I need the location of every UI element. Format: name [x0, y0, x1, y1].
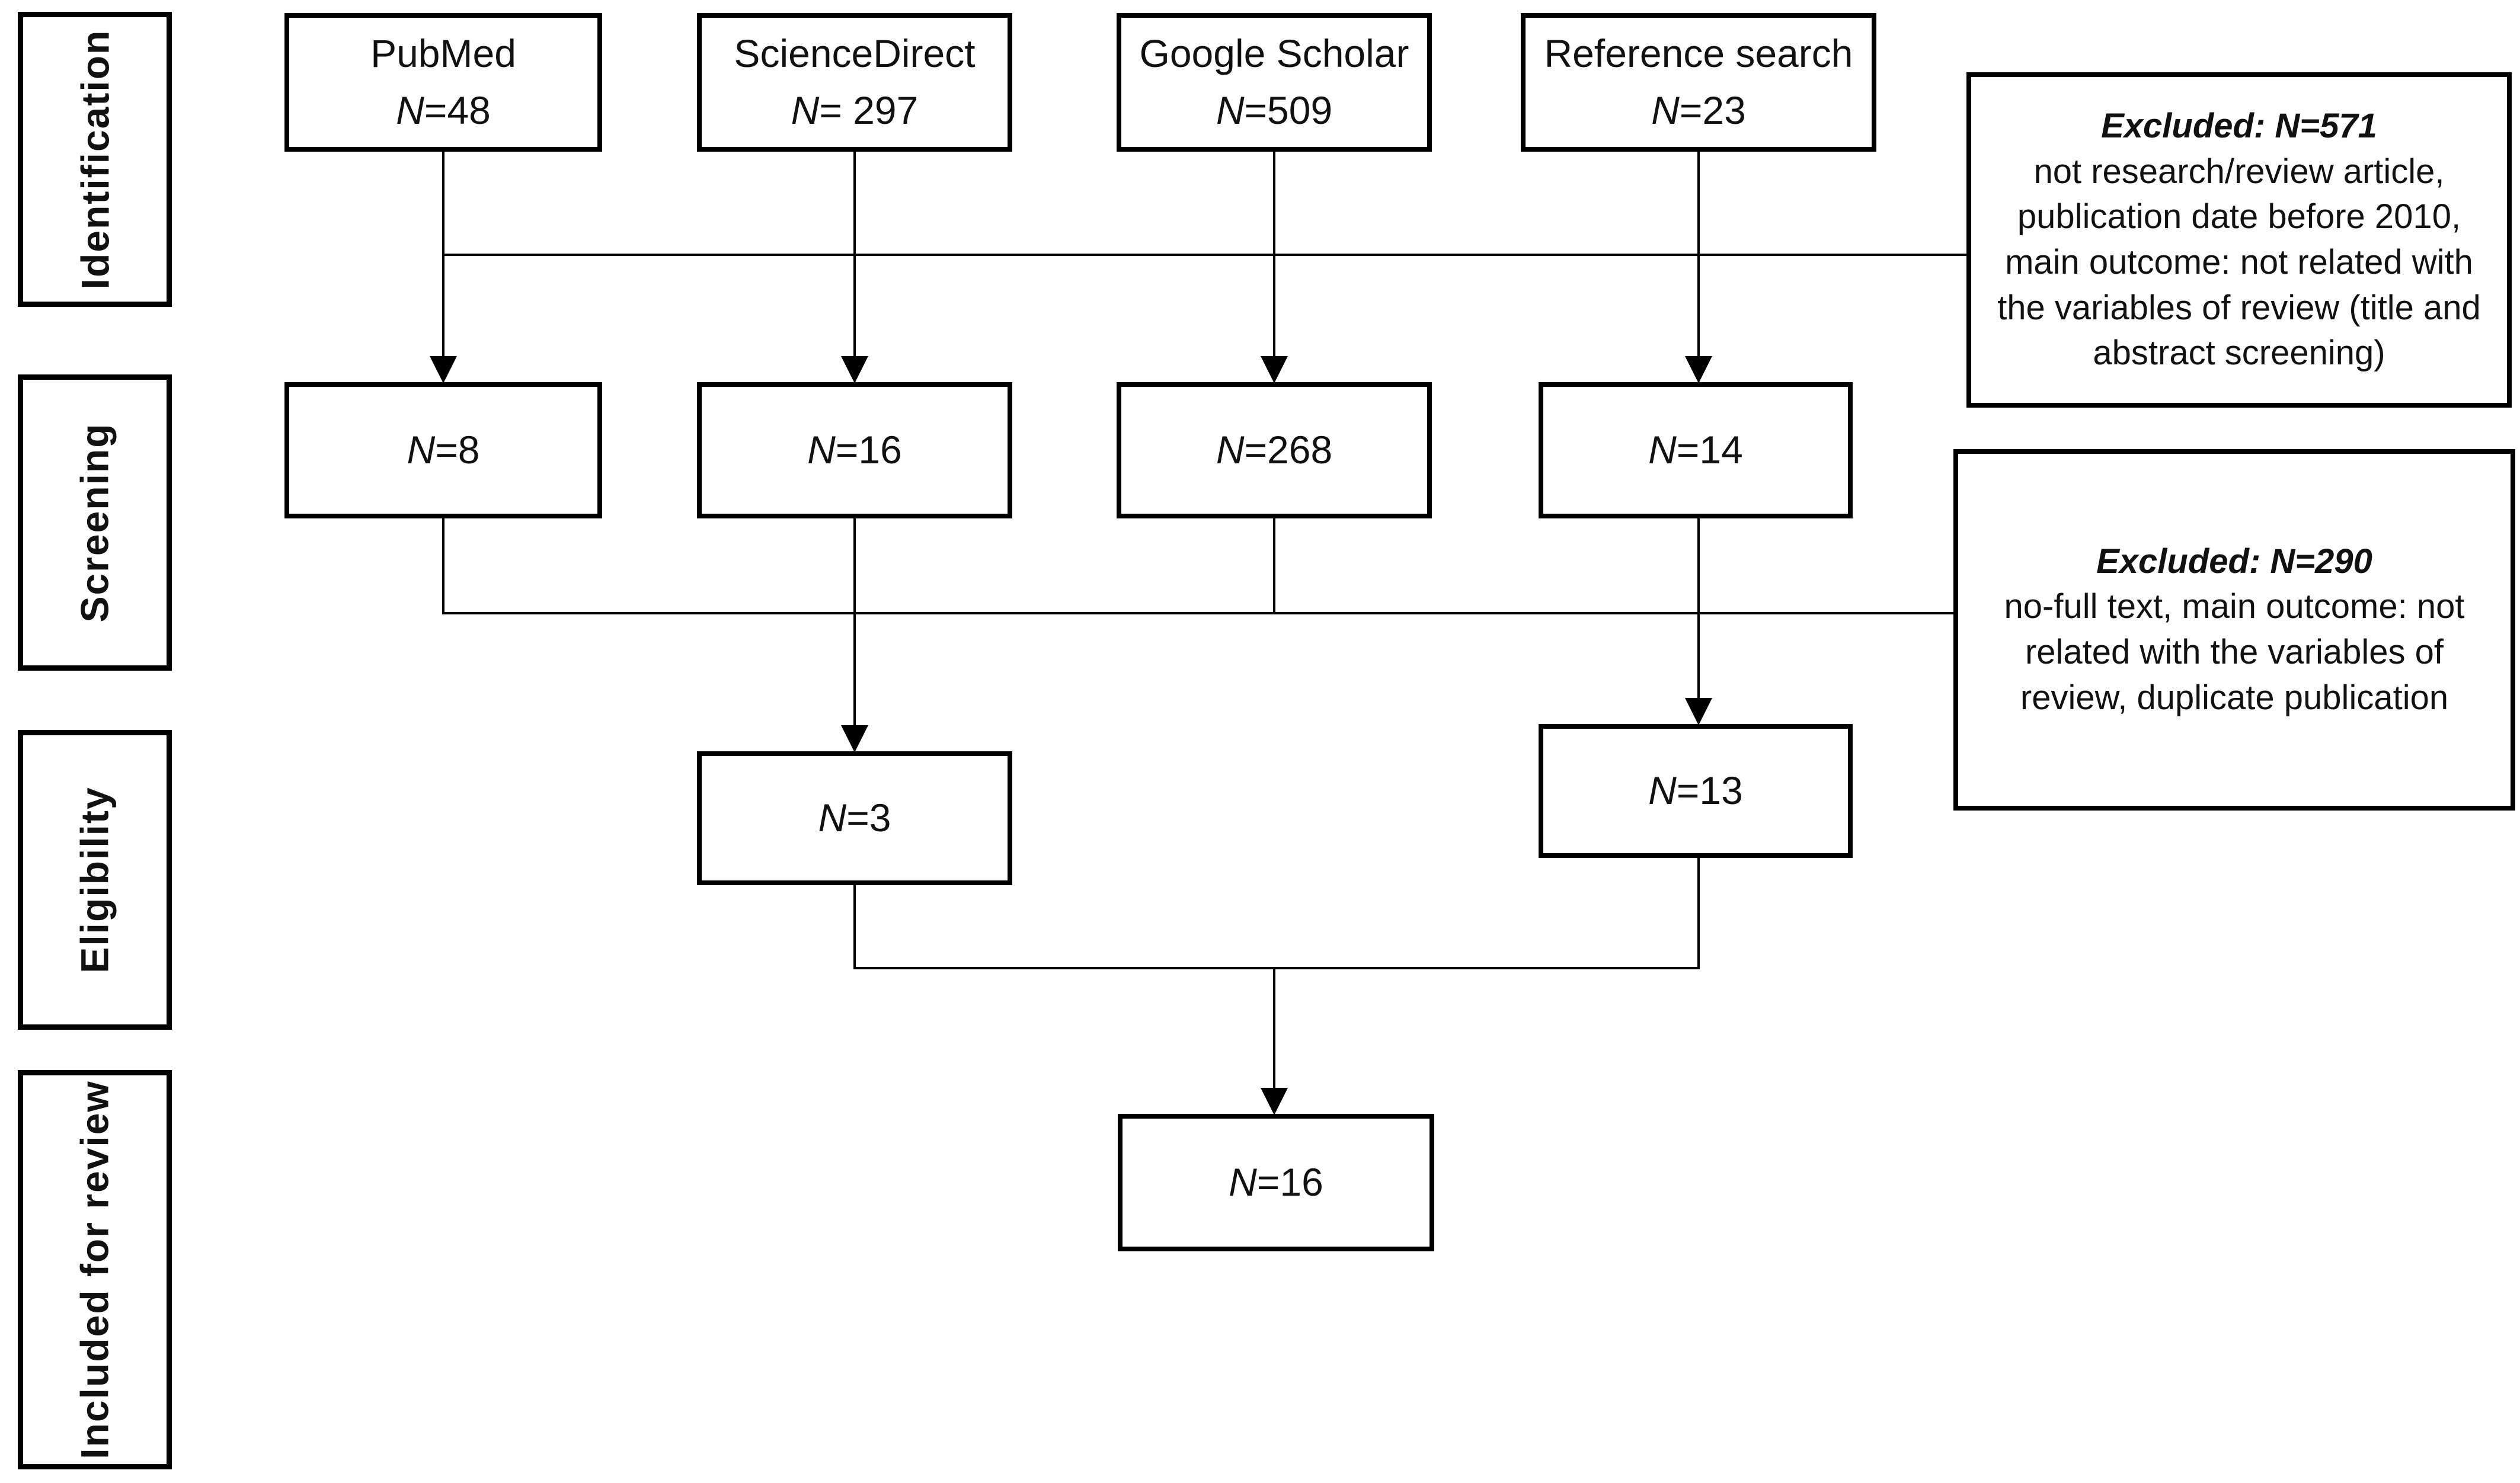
source-count-reference-search: N=23	[1651, 88, 1746, 132]
stage-label-identification: Identification	[73, 29, 117, 290]
arrowhead	[1261, 356, 1288, 383]
connector-line	[853, 885, 856, 969]
source-count-sciencedirect: N= 297	[791, 88, 919, 132]
source-box-google-scholar: Google Scholar N=509	[1117, 13, 1432, 152]
screening-box-pubmed: N=8	[284, 382, 602, 518]
connector-line	[1273, 518, 1275, 614]
arrowhead	[430, 356, 457, 383]
arrowhead	[1261, 1088, 1288, 1115]
included-box: N=16	[1118, 1114, 1434, 1251]
arrowhead	[1685, 356, 1712, 383]
stage-label-screening: Screening	[73, 422, 117, 623]
source-name-pubmed: PubMed	[370, 31, 516, 76]
included-count: N=16	[1229, 1160, 1323, 1205]
source-box-sciencedirect: ScienceDirect N= 297	[697, 13, 1012, 152]
connector-merge-line	[853, 967, 1700, 969]
connector-line	[1273, 967, 1275, 1089]
stage-box-included: Included for review	[18, 1070, 172, 1469]
exclusion-title-1: Excluded: N=571	[2101, 107, 2377, 146]
stage-label-eligibility: Eligibility	[73, 786, 117, 973]
exclusion-reasons-1: not research/review article, publication…	[1997, 152, 2481, 373]
exclusion-box-identification: Excluded: N=571 not research/review arti…	[1966, 72, 2512, 408]
stage-box-eligibility: Eligibility	[18, 730, 172, 1030]
arrowhead	[841, 725, 868, 752]
screening-count-pubmed: N=8	[407, 428, 480, 472]
screening-box-reference-search: N=14	[1539, 382, 1853, 518]
connector-line-to-exclusion-1	[442, 254, 1966, 256]
arrowhead	[841, 356, 868, 383]
source-name-reference-search: Reference search	[1544, 31, 1853, 76]
source-name-sciencedirect: ScienceDirect	[734, 31, 976, 76]
connector-line	[442, 518, 444, 614]
eligibility-box-reference-search: N=13	[1539, 724, 1853, 858]
screening-box-sciencedirect: N=16	[697, 382, 1012, 518]
connector-line-to-exclusion-2	[442, 612, 1953, 614]
eligibility-count-sciencedirect: N=3	[818, 796, 891, 840]
stage-box-identification: Identification	[18, 12, 172, 307]
eligibility-box-sciencedirect: N=3	[697, 751, 1012, 885]
screening-count-reference-search: N=14	[1648, 428, 1743, 472]
screening-box-google-scholar: N=268	[1117, 382, 1432, 518]
arrowhead	[1685, 698, 1712, 725]
source-box-reference-search: Reference search N=23	[1521, 13, 1876, 152]
connector-line	[1697, 518, 1700, 700]
exclusion-title-2: Excluded: N=290	[2096, 542, 2372, 581]
exclusion-reasons-2: no-full text, main outcome: not related …	[2004, 587, 2465, 717]
screening-count-google-scholar: N=268	[1216, 428, 1333, 472]
source-box-pubmed: PubMed N=48	[284, 13, 602, 152]
source-count-google-scholar: N=509	[1216, 88, 1333, 132]
exclusion-box-screening: Excluded: N=290 no-full text, main outco…	[1953, 449, 2515, 811]
connector-line	[853, 518, 856, 728]
stage-label-included: Included for review	[73, 1080, 117, 1459]
screening-count-sciencedirect: N=16	[807, 428, 902, 472]
source-count-pubmed: N=48	[396, 88, 491, 132]
eligibility-count-reference-search: N=13	[1648, 768, 1743, 813]
stage-box-screening: Screening	[18, 374, 172, 671]
source-name-google-scholar: Google Scholar	[1139, 31, 1409, 76]
connector-line	[1697, 858, 1700, 969]
